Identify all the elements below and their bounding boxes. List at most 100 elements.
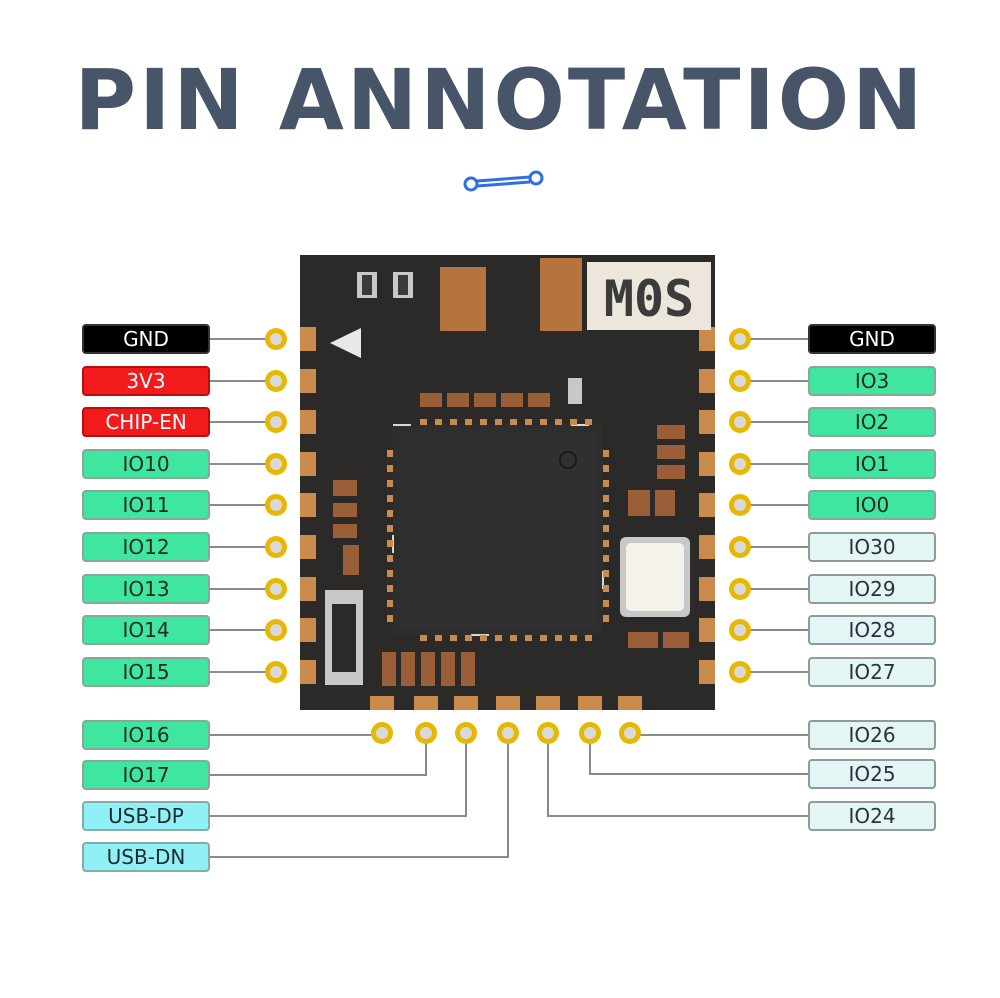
chip-pin [387,555,393,562]
chip-die [400,432,596,628]
pin-hole [734,458,746,470]
pin-label: IO14 [82,615,210,645]
edge-pad [300,493,316,517]
pin-hole [502,727,514,739]
edge-pad [618,696,642,710]
pin-hole [270,333,282,345]
pin-hole [270,375,282,387]
pin-wire [589,733,808,775]
chip-pin [387,495,393,502]
chip-pin [603,615,609,622]
chip-pin [420,419,427,425]
edge-pad [699,493,715,517]
pin-label: IO0 [808,490,936,520]
pin-label: IO10 [82,449,210,479]
edge-pad [300,369,316,393]
pin-label: IO2 [808,407,936,437]
pin-label: CHIP-EN [82,407,210,437]
pin-hole [734,666,746,678]
edge-pad [300,327,316,351]
smd-component [398,275,408,295]
chip-pin [450,635,457,641]
edge-pad [454,696,478,710]
edge-pad [300,452,316,476]
chip-pin [450,419,457,425]
edge-pad [300,535,316,559]
pin-hole [270,541,282,553]
chip-pin [387,540,393,547]
edge-pad [699,369,715,393]
edge-pad [699,618,715,642]
module-marking: M0S [604,270,694,328]
pin-label: USB-DP [82,801,210,831]
chip-pin [387,465,393,472]
pin-hole [270,458,282,470]
edge-pad [699,327,715,351]
module-label-plate [587,262,711,330]
pin-hole [420,727,432,739]
edge-pad [699,660,715,684]
pin-label: IO25 [808,759,936,789]
chip-pin [603,540,609,547]
chip-pin [540,635,547,641]
chip-pin [387,480,393,487]
pin-hole [734,499,746,511]
chip-pin [603,600,609,607]
chip-dot [559,451,577,469]
resistor-row [420,393,550,407]
pin-hole [584,727,596,739]
chip-pin [585,635,592,641]
chip-pin [525,419,532,425]
pin-hole [270,583,282,595]
edge-pad [300,410,316,434]
edge-pad [496,696,520,710]
passive-components [333,425,689,686]
chip-pin [495,635,502,641]
edge-pad [578,696,602,710]
pin-hole [270,666,282,678]
pin-hole [270,499,282,511]
pin-label: IO24 [808,801,936,831]
crystal-top [626,543,684,611]
chip-pin [603,585,609,592]
chip-pin [603,570,609,577]
connector-icon [463,170,544,192]
chip-pin [387,585,393,592]
pin-label: IO27 [808,657,936,687]
pin-label: IO26 [808,720,936,750]
chip-pin [435,635,442,641]
pin-label: GND [82,324,210,354]
antenna-pad [540,258,582,331]
edge-pad [536,696,560,710]
chip-pin [387,615,393,622]
pin-label: IO15 [82,657,210,687]
edge-pad [370,696,394,710]
chip-pin [435,419,442,425]
pin-rings [265,328,751,744]
antenna-pad [440,267,486,331]
chip-pin [480,419,487,425]
edge-pad [699,452,715,476]
pin1-marker-icon [330,328,361,358]
pin-hole [734,624,746,636]
pin-hole [270,416,282,428]
pin-hole [734,583,746,595]
page-title: PIN ANNOTATION [74,51,926,149]
edge-pad [300,577,316,601]
edge-pad [699,577,715,601]
pin-wire [547,733,808,817]
pin-label: USB-DN [82,842,210,872]
chip-pin [387,600,393,607]
pin-hole [734,541,746,553]
chip-pin [603,450,609,457]
pin-wire [210,733,427,776]
pin-label: IO17 [82,760,210,790]
chip-pin [585,419,592,425]
chip-pin [603,495,609,502]
pin-hole [376,727,388,739]
pin-hole [734,333,746,345]
module-board: M0S [300,255,715,710]
chip-pin [555,419,562,425]
chip-pin [480,635,487,641]
